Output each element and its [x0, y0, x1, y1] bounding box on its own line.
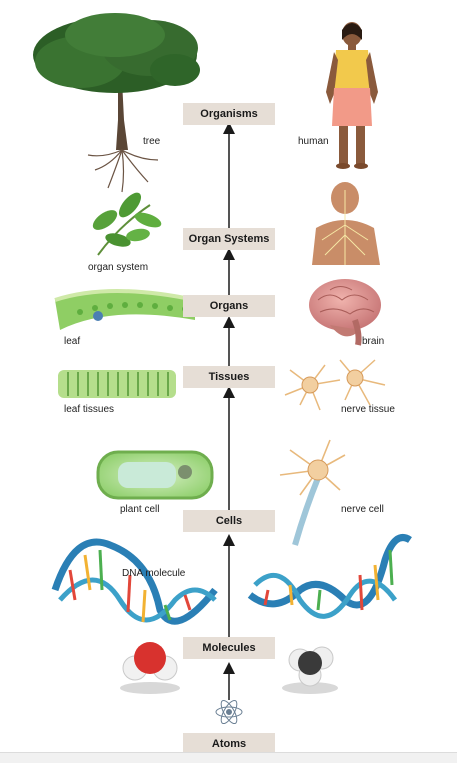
label-human: human [298, 136, 329, 147]
label-tree: tree [143, 136, 161, 147]
level-atoms: Atoms [183, 733, 275, 755]
nerve-cell-icon [279, 439, 346, 546]
label-plant-cell: plant cell [120, 504, 160, 515]
level-cells: Cells [183, 510, 275, 532]
level-molecules: Molecules [183, 637, 275, 659]
label-leaf: leaf [64, 336, 81, 347]
label-brain: brain [362, 336, 385, 347]
level-organ-systems: Organ Systems [183, 228, 275, 250]
nerve-tissue-icon [284, 359, 386, 411]
level-tissues: Tissues [183, 366, 275, 388]
label-leaf-tissues: leaf tissues [64, 404, 115, 415]
tree-icon [33, 13, 200, 193]
level-organs: Organs [183, 295, 275, 317]
bottom-bar [0, 752, 457, 763]
dna-icon [247, 534, 412, 619]
atom-icon [215, 699, 243, 725]
level-organisms: Organisms [183, 103, 275, 125]
dna-icon [51, 538, 218, 625]
nervous-system-icon [312, 182, 380, 265]
methane-molecule-icon [282, 646, 338, 694]
human-icon [326, 22, 378, 169]
label-dna-molecule: DNA molecule [122, 568, 186, 579]
label-organ-system: organ system [88, 262, 149, 273]
label-nerve-tissue: nerve tissue [341, 404, 395, 415]
organ-system-icon [92, 192, 162, 256]
label-nerve-cell: nerve cell [341, 504, 384, 515]
plant-cell-icon [96, 450, 214, 500]
leaf-tissues-icon [58, 370, 176, 398]
leaf-icon [54, 289, 196, 330]
water-molecule-icon [120, 642, 180, 694]
brain-icon [309, 279, 381, 346]
